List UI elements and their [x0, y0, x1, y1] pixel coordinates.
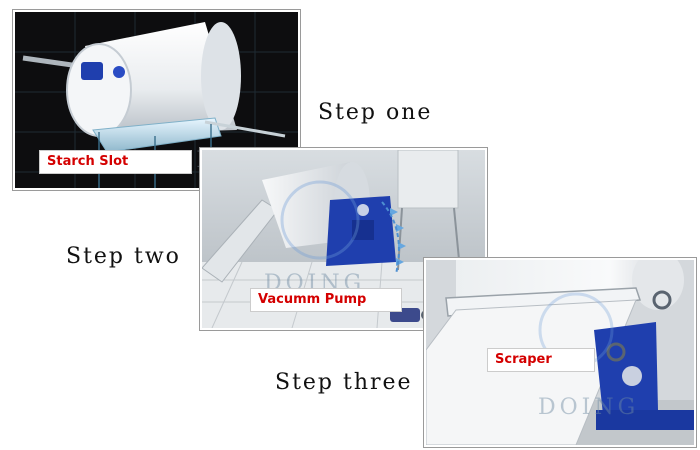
starch-slot-callout: Starch Slot: [39, 150, 192, 174]
scraper-callout: Scraper: [487, 348, 595, 372]
step-one-label: Step one: [318, 100, 432, 125]
vacuum-pump-callout: Vacumm Pump: [250, 288, 402, 312]
bearing-block: [81, 62, 103, 80]
step-three-label: Step three: [275, 370, 413, 395]
watermark: DOING: [538, 395, 639, 420]
step-two-label: Step two: [66, 244, 181, 269]
step-three-image: DOING Scraper: [424, 258, 696, 447]
